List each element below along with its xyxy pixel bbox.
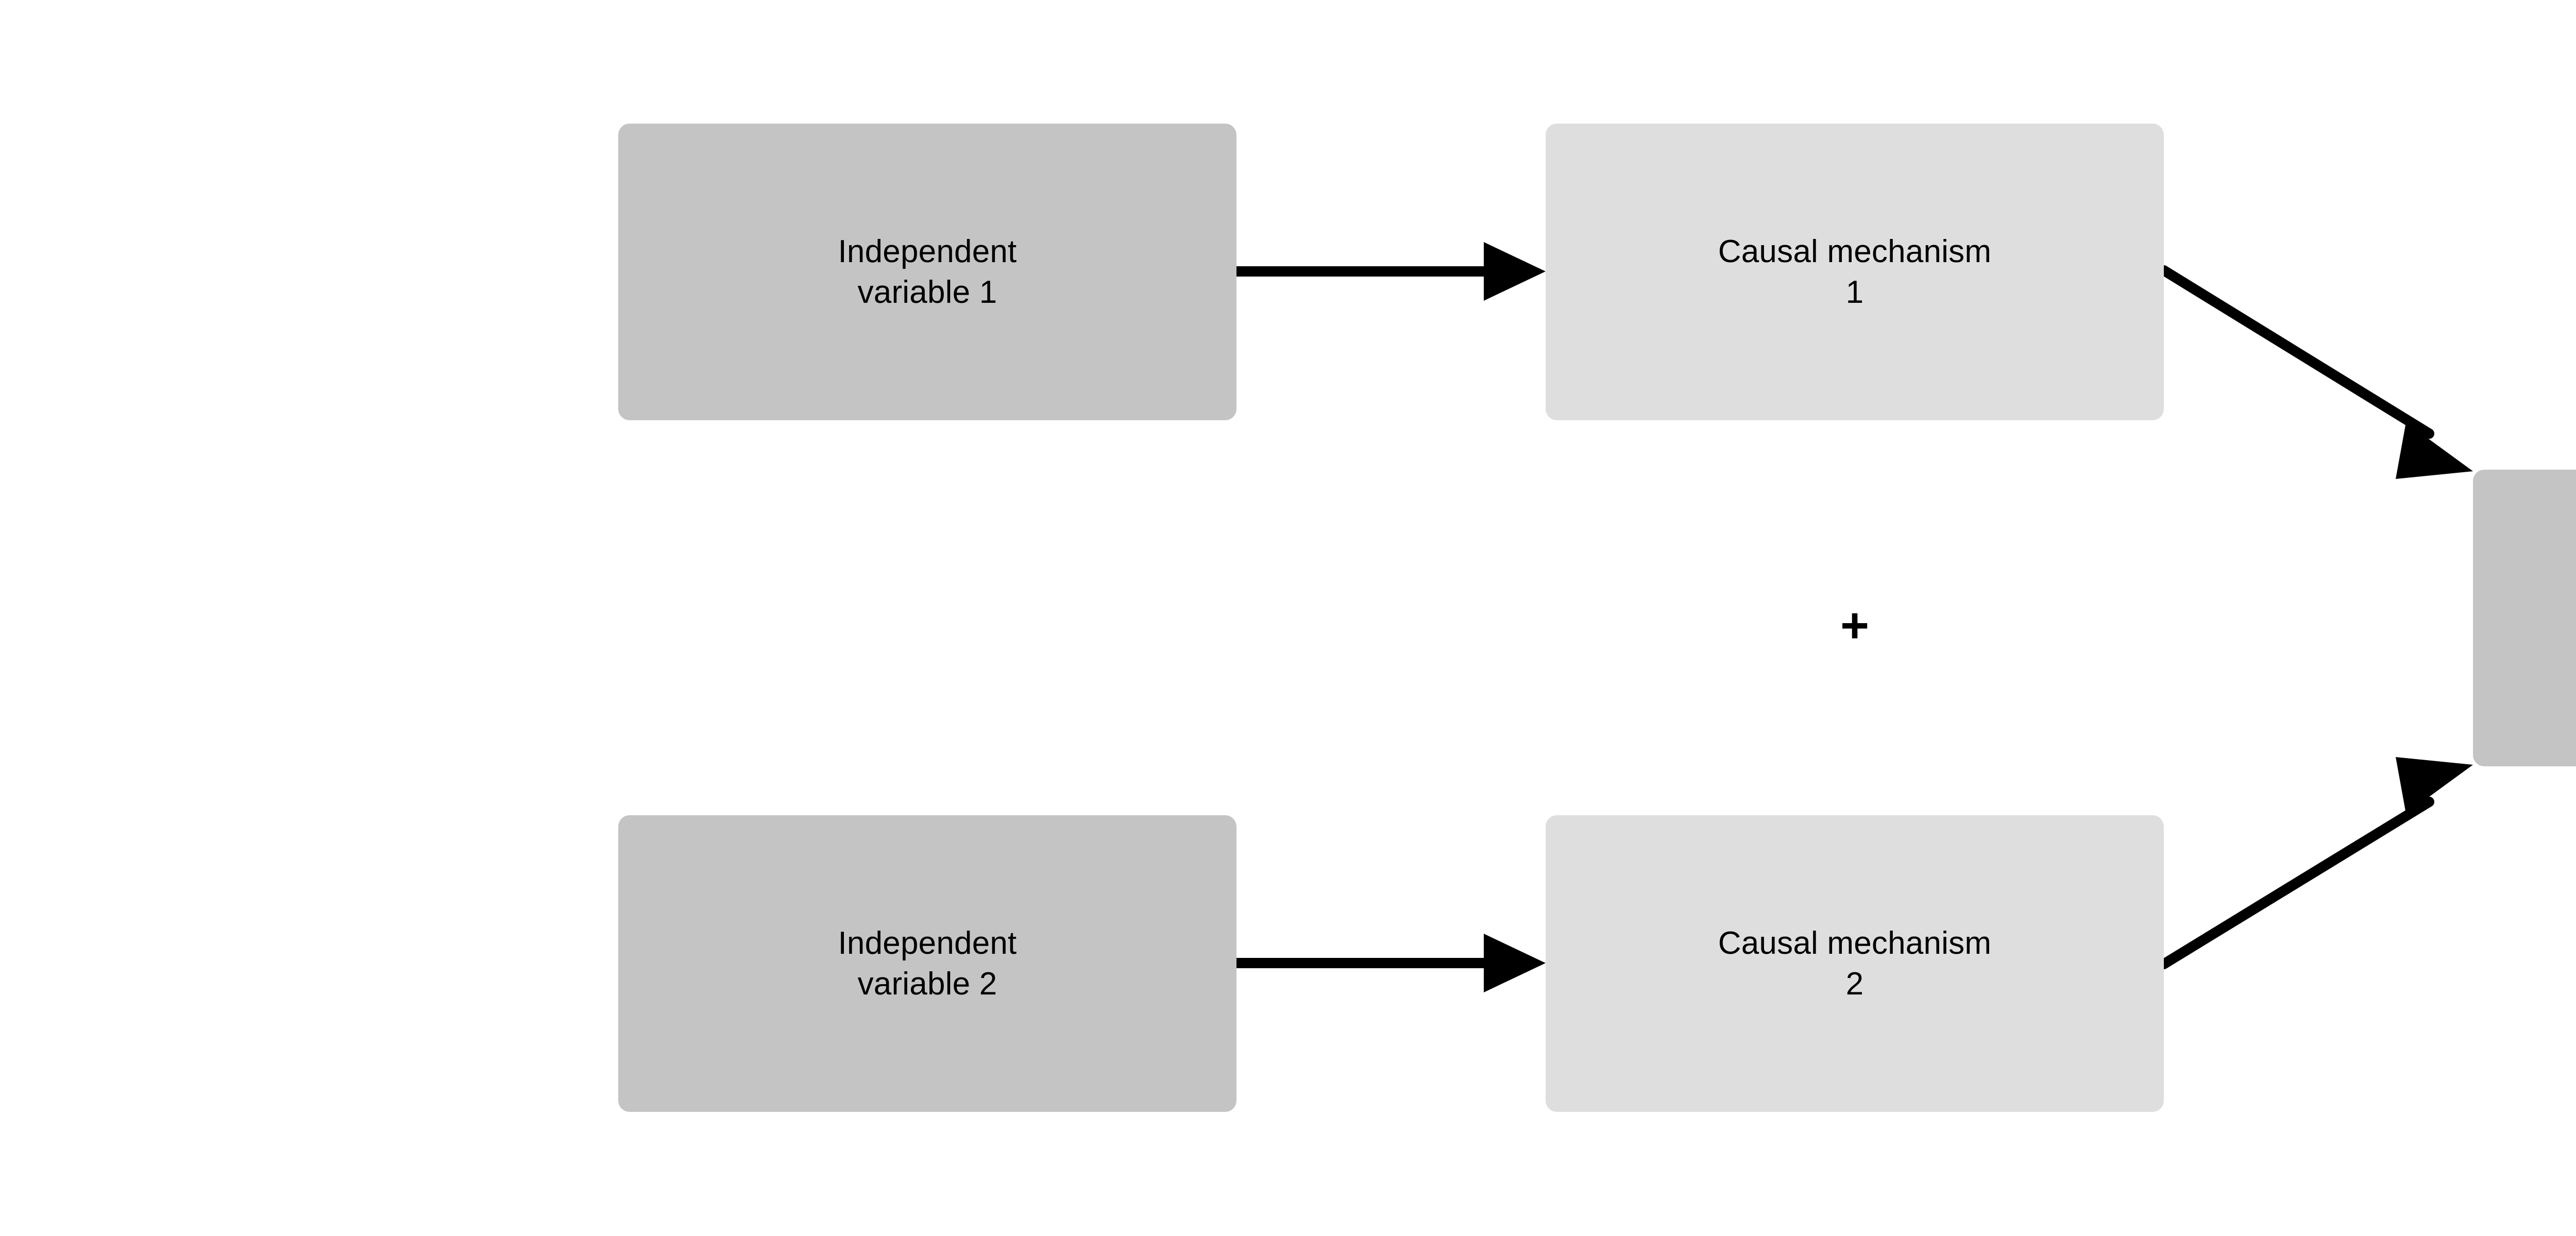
node-label: Independent variable 1 <box>838 233 1017 310</box>
node-independent-variable-1[interactable]: Independent variable 1 <box>618 124 1236 420</box>
node-causal-mechanism-1[interactable]: Causal mechanism 1 <box>1546 124 2164 420</box>
node-label: Independent variable 2 <box>838 925 1017 1002</box>
node-label: Causal mechanism 1 <box>1718 233 1992 310</box>
arrow-cm2-to-dv <box>2159 757 2473 969</box>
node-dependent-variable[interactable]: Dependent variable <box>2473 470 2576 766</box>
node-causal-mechanism-2[interactable]: Causal mechanism 2 <box>1546 815 2164 1112</box>
plus-operator-symbol: + <box>1840 598 1870 653</box>
arrow-iv2-to-cm2 <box>1231 934 1546 992</box>
arrow-cm1-to-dv <box>2159 265 2473 479</box>
node-independent-variable-2[interactable]: Independent variable 2 <box>618 815 1236 1112</box>
node-label: Causal mechanism 2 <box>1718 925 1992 1002</box>
arrow-iv1-to-cm1 <box>1231 242 1546 301</box>
